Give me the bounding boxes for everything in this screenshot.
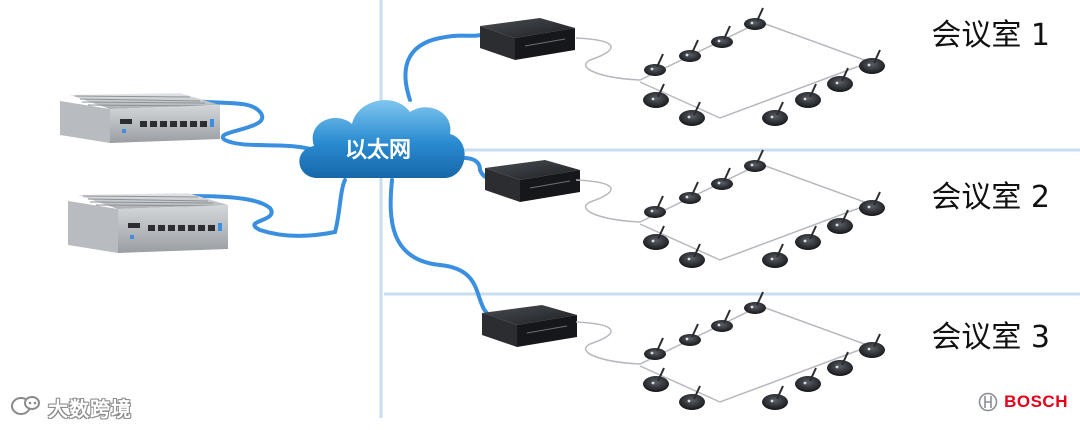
ethernet-label: 以太网 [344, 138, 411, 163]
cable-cloud-room1 [403, 30, 492, 102]
room-label-2: 会议室 2 [931, 180, 1050, 215]
microphone-unit [744, 291, 766, 314]
bosch-logo: BOSCH [978, 392, 1068, 412]
wechat-like-logo-icon [11, 396, 40, 415]
brand-name: BOSCH [1004, 392, 1068, 411]
microphone-unit [795, 83, 821, 108]
microphone-unit [744, 7, 766, 30]
industrial-pc-1 [60, 93, 220, 143]
microphone-unit [679, 101, 705, 126]
ethernet-cables [178, 30, 502, 320]
room-label-3: 会议室 3 [931, 320, 1050, 355]
mic-chain-room-3 [575, 291, 885, 410]
ethernet-cloud [299, 100, 465, 178]
mic-chain-room-1 [575, 7, 885, 126]
chain-cable [575, 163, 873, 261]
cable-pc2-cloud [188, 178, 347, 238]
microphone-unit [644, 195, 666, 218]
microphone-unit [744, 149, 766, 172]
industrial-pc-2 [68, 193, 228, 253]
chain-cable [575, 305, 873, 403]
microphone-unit [643, 367, 669, 392]
microphone-unit [762, 101, 788, 126]
microphone-unit [827, 67, 853, 92]
room-label-1: 会议室 1 [931, 18, 1050, 53]
cable-cloud-room3 [388, 178, 497, 320]
bosch-armature-icon [978, 392, 998, 412]
microphone-unit [711, 25, 733, 48]
microphone-chains [575, 7, 885, 410]
control-unit-room-1 [480, 18, 575, 60]
cable-pc1-cloud [178, 98, 322, 154]
microphone-unit [795, 225, 821, 250]
control-units [480, 18, 580, 347]
room-dividers [379, 0, 1080, 418]
microphone-unit [679, 243, 705, 268]
microphone-unit [679, 181, 701, 204]
microphone-unit [762, 385, 788, 410]
microphone-unit [644, 337, 666, 360]
mic-chain-room-2 [575, 149, 885, 268]
microphone-unit [644, 53, 666, 76]
microphone-unit [643, 225, 669, 250]
microphone-unit [827, 209, 853, 234]
microphone-unit [711, 309, 733, 332]
control-unit-room-2 [485, 160, 580, 202]
microphone-unit [643, 83, 669, 108]
microphone-unit [859, 333, 885, 358]
control-unit-room-3 [482, 305, 577, 347]
microphone-unit [859, 49, 885, 74]
watermark-text: 大数跨境 [48, 396, 132, 421]
microphone-unit [679, 385, 705, 410]
chain-cable [575, 21, 873, 119]
microphone-unit [762, 243, 788, 268]
microphone-unit [827, 351, 853, 376]
microphone-unit [711, 167, 733, 190]
microphone-unit [795, 367, 821, 392]
microphone-unit [679, 39, 701, 62]
microphone-unit [679, 323, 701, 346]
microphone-unit [859, 191, 885, 216]
watermark: 大数跨境 [10, 394, 132, 421]
